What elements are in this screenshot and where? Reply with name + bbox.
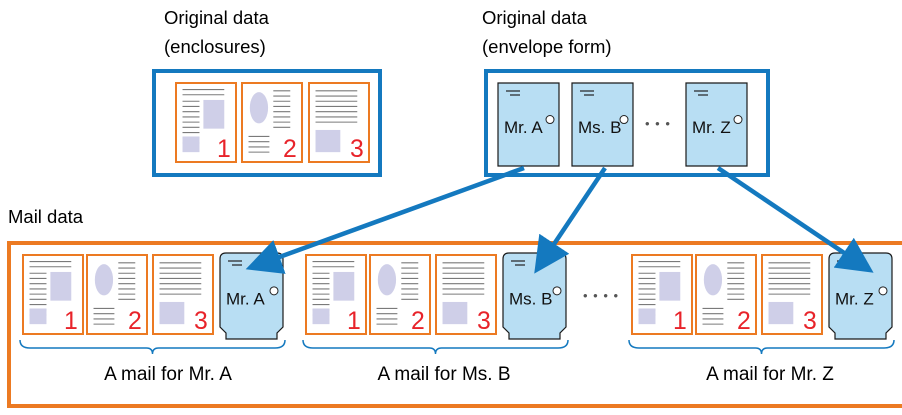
page-number: 1 [217,136,231,163]
envelope-form-z: Mr. Z [685,82,748,167]
enclosure-page-3: 3 [308,82,370,163]
ellipsis-bottom: • • • • [583,288,619,303]
arrow-b [534,166,607,274]
mail-data-frame [7,241,902,408]
mail-brace-z [628,339,895,355]
page-number: 1 [64,308,78,335]
page-number: 2 [128,308,142,335]
stamp-circle [878,286,888,296]
enclosure-page-1: 1 [22,254,84,335]
page-number: 2 [283,136,297,163]
page-number: 1 [673,308,687,335]
mail-brace-b [302,339,569,355]
enclosure-page-2: 2 [695,254,757,335]
page-number: 2 [737,308,751,335]
recipient-name: Mr. Z [835,290,874,309]
enclosure-page-2: 2 [86,254,148,335]
page-number: 3 [194,308,208,335]
enclosure-page-2: 2 [369,254,431,335]
page-number: 3 [477,308,491,335]
page-number: 3 [803,308,817,335]
arrow-a [245,165,525,274]
enclosure-page-1: 1 [631,254,693,335]
page-number: 3 [350,136,364,163]
mail-caption-b: A mail for Ms. B [377,364,511,385]
stamp-circle [619,115,629,125]
enclosures-label-line2: (enclosures) [164,36,266,57]
mail-envelope-a: Mr. A [219,252,284,340]
mail-caption-a: A mail for Mr. A [104,364,232,385]
envelope-label-line2: (envelope form) [482,36,612,57]
stamp-circle [733,115,743,125]
enclosure-page-3: 3 [761,254,823,335]
enclosures-frame [152,69,382,177]
mail-data-label: Mail data [8,206,84,227]
mail-brace-a [19,339,286,355]
recipient-name: Mr. A [226,290,265,309]
page-number: 2 [411,308,425,335]
enclosures-label-line1: Original data [164,7,269,28]
envelope-form-a: Mr. A [497,82,560,167]
enclosure-page-1: 1 [175,82,237,163]
page-number: 1 [347,308,361,335]
enclosure-page-3: 3 [435,254,497,335]
enclosure-page-2: 2 [241,82,303,163]
recipient-name: Mr. Z [692,118,731,137]
mail-caption-z: A mail for Mr. Z [706,364,834,385]
recipient-name: Ms. B [509,290,552,309]
envelope-form-frame [484,69,770,177]
ellipsis-top: • • • [645,116,671,131]
enclosure-page-1: 1 [305,254,367,335]
mail-envelope-b: Ms. B [502,252,567,340]
stamp-circle [545,115,555,125]
envelope-label-line1: Original data [482,7,587,28]
recipient-name: Mr. A [504,118,543,137]
stamp-circle [552,286,562,296]
recipient-name: Ms. B [578,118,621,137]
enclosure-page-3: 3 [152,254,214,335]
arrow-z [716,166,874,273]
envelope-form-b: Ms. B [571,82,634,167]
mail-envelope-z: Mr. Z [828,252,893,340]
stamp-circle [269,286,279,296]
